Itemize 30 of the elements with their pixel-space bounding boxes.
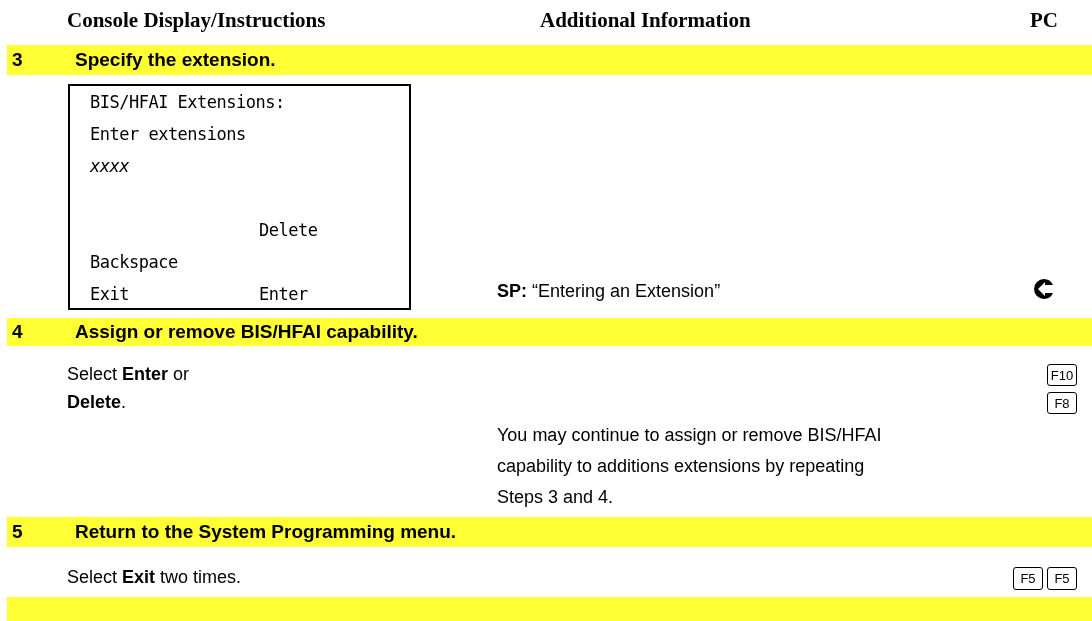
display-text: xxxx xyxy=(90,156,129,176)
step-title: Specify the extension. xyxy=(75,49,276,71)
instruction-text: Select Exit two times. xyxy=(67,567,242,588)
display-text: Enter extensions xyxy=(90,124,246,144)
info-paragraph: You may continue to assign or remove BIS/HFAI capability to additions extensions by repeating Steps 3 and 4. xyxy=(497,424,883,509)
function-key: F10 xyxy=(1047,364,1077,386)
step-title: Assign or remove BIS/HFAI capability. xyxy=(75,321,418,343)
step-title: Return to the System Programming menu. xyxy=(75,521,457,543)
function-key: F8 xyxy=(1047,392,1077,414)
step-number: 3 xyxy=(12,49,23,71)
display-text: Delete xyxy=(259,220,318,240)
function-key: F5 xyxy=(1047,567,1077,590)
column-header: Console Display/Instructions xyxy=(67,8,326,33)
step-banner xyxy=(7,318,1092,346)
reference-note: SP: “Entering an Extension” xyxy=(497,281,721,302)
console-display xyxy=(68,84,411,310)
step-number: 4 xyxy=(12,321,23,343)
instruction-text: Delete. xyxy=(67,392,127,413)
display-text: BIS/HFAI Extensions: xyxy=(90,92,285,112)
step-banner xyxy=(7,517,1092,547)
step-banner xyxy=(7,45,1092,75)
column-header: Additional Information xyxy=(540,8,751,33)
display-text: Exit xyxy=(90,284,129,304)
function-key: F5 xyxy=(1013,567,1043,590)
display-text: Backspace xyxy=(90,252,178,272)
column-header: PC xyxy=(1030,8,1058,33)
banner-bar xyxy=(7,597,1092,621)
display-text: Enter xyxy=(259,284,308,304)
instruction-text: Select Enter or xyxy=(67,364,190,385)
step-number: 5 xyxy=(12,521,23,543)
